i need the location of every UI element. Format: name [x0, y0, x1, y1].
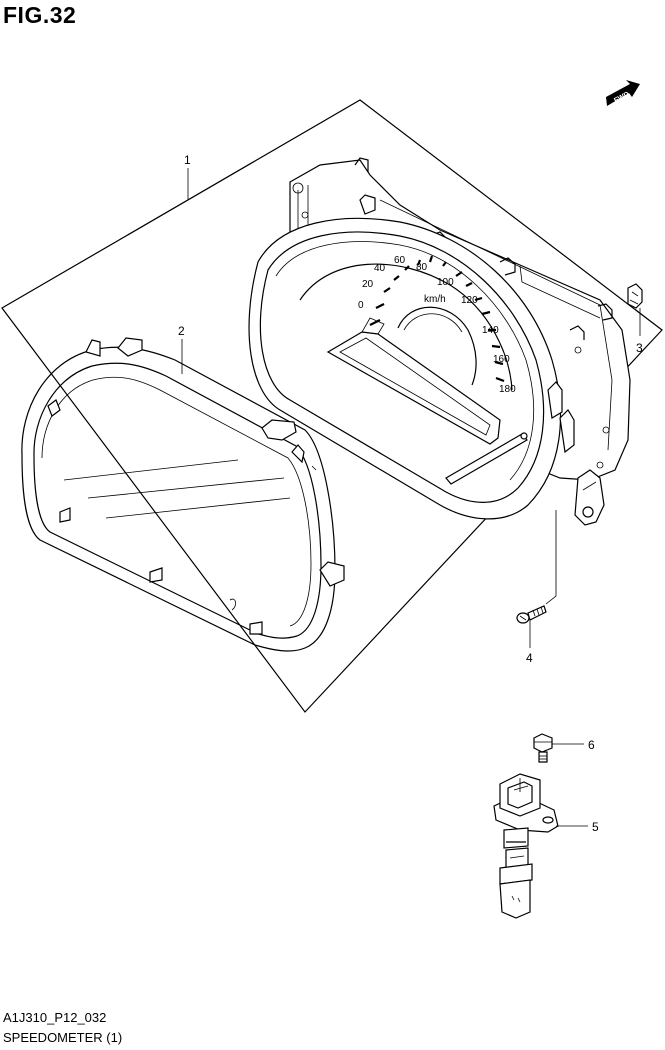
dial-number: 120 — [461, 295, 478, 306]
assembly-boundary — [1, 99, 663, 713]
speed-sensor-part — [493, 773, 559, 919]
callout-2: 2 — [178, 324, 185, 338]
dial-numbers: 0 20 40 60 80 100 120 140 160 180 km/h — [358, 255, 516, 395]
dial-number: 140 — [482, 325, 499, 336]
dial-number: 100 — [437, 277, 454, 288]
callout-5: 5 — [592, 820, 599, 834]
dial-number: 40 — [374, 263, 386, 274]
leader-lines — [181, 168, 641, 827]
dial-number: 160 — [493, 354, 510, 365]
figure-title: FIG.32 — [3, 2, 77, 28]
diagram-code: A1J310_P12_032 — [3, 1010, 107, 1025]
dial-number: 0 — [358, 300, 364, 311]
dial-number: 80 — [416, 262, 428, 273]
callout-4: 4 — [526, 651, 533, 665]
speedometer-assembly: 0 20 40 60 80 100 120 140 160 180 km/h — [248, 157, 631, 526]
screw-part — [516, 605, 547, 624]
bolt-part — [533, 733, 553, 763]
meter-glass-cover — [21, 337, 345, 652]
dial-ticks — [369, 255, 505, 383]
dial-number: 180 — [499, 384, 516, 395]
callout-1: 1 — [184, 153, 191, 167]
callout-3: 3 — [636, 341, 643, 355]
dial-unit: km/h — [424, 294, 446, 305]
dial-number: 20 — [362, 279, 374, 290]
diagram-name: SPEEDOMETER (1) — [3, 1030, 123, 1045]
fwd-arrow-icon: FWD — [606, 80, 640, 106]
callouts: 1 2 3 4 5 6 — [178, 153, 643, 834]
callout-6: 6 — [588, 738, 595, 752]
clip-part — [627, 283, 643, 309]
dial-number: 60 — [394, 255, 406, 266]
